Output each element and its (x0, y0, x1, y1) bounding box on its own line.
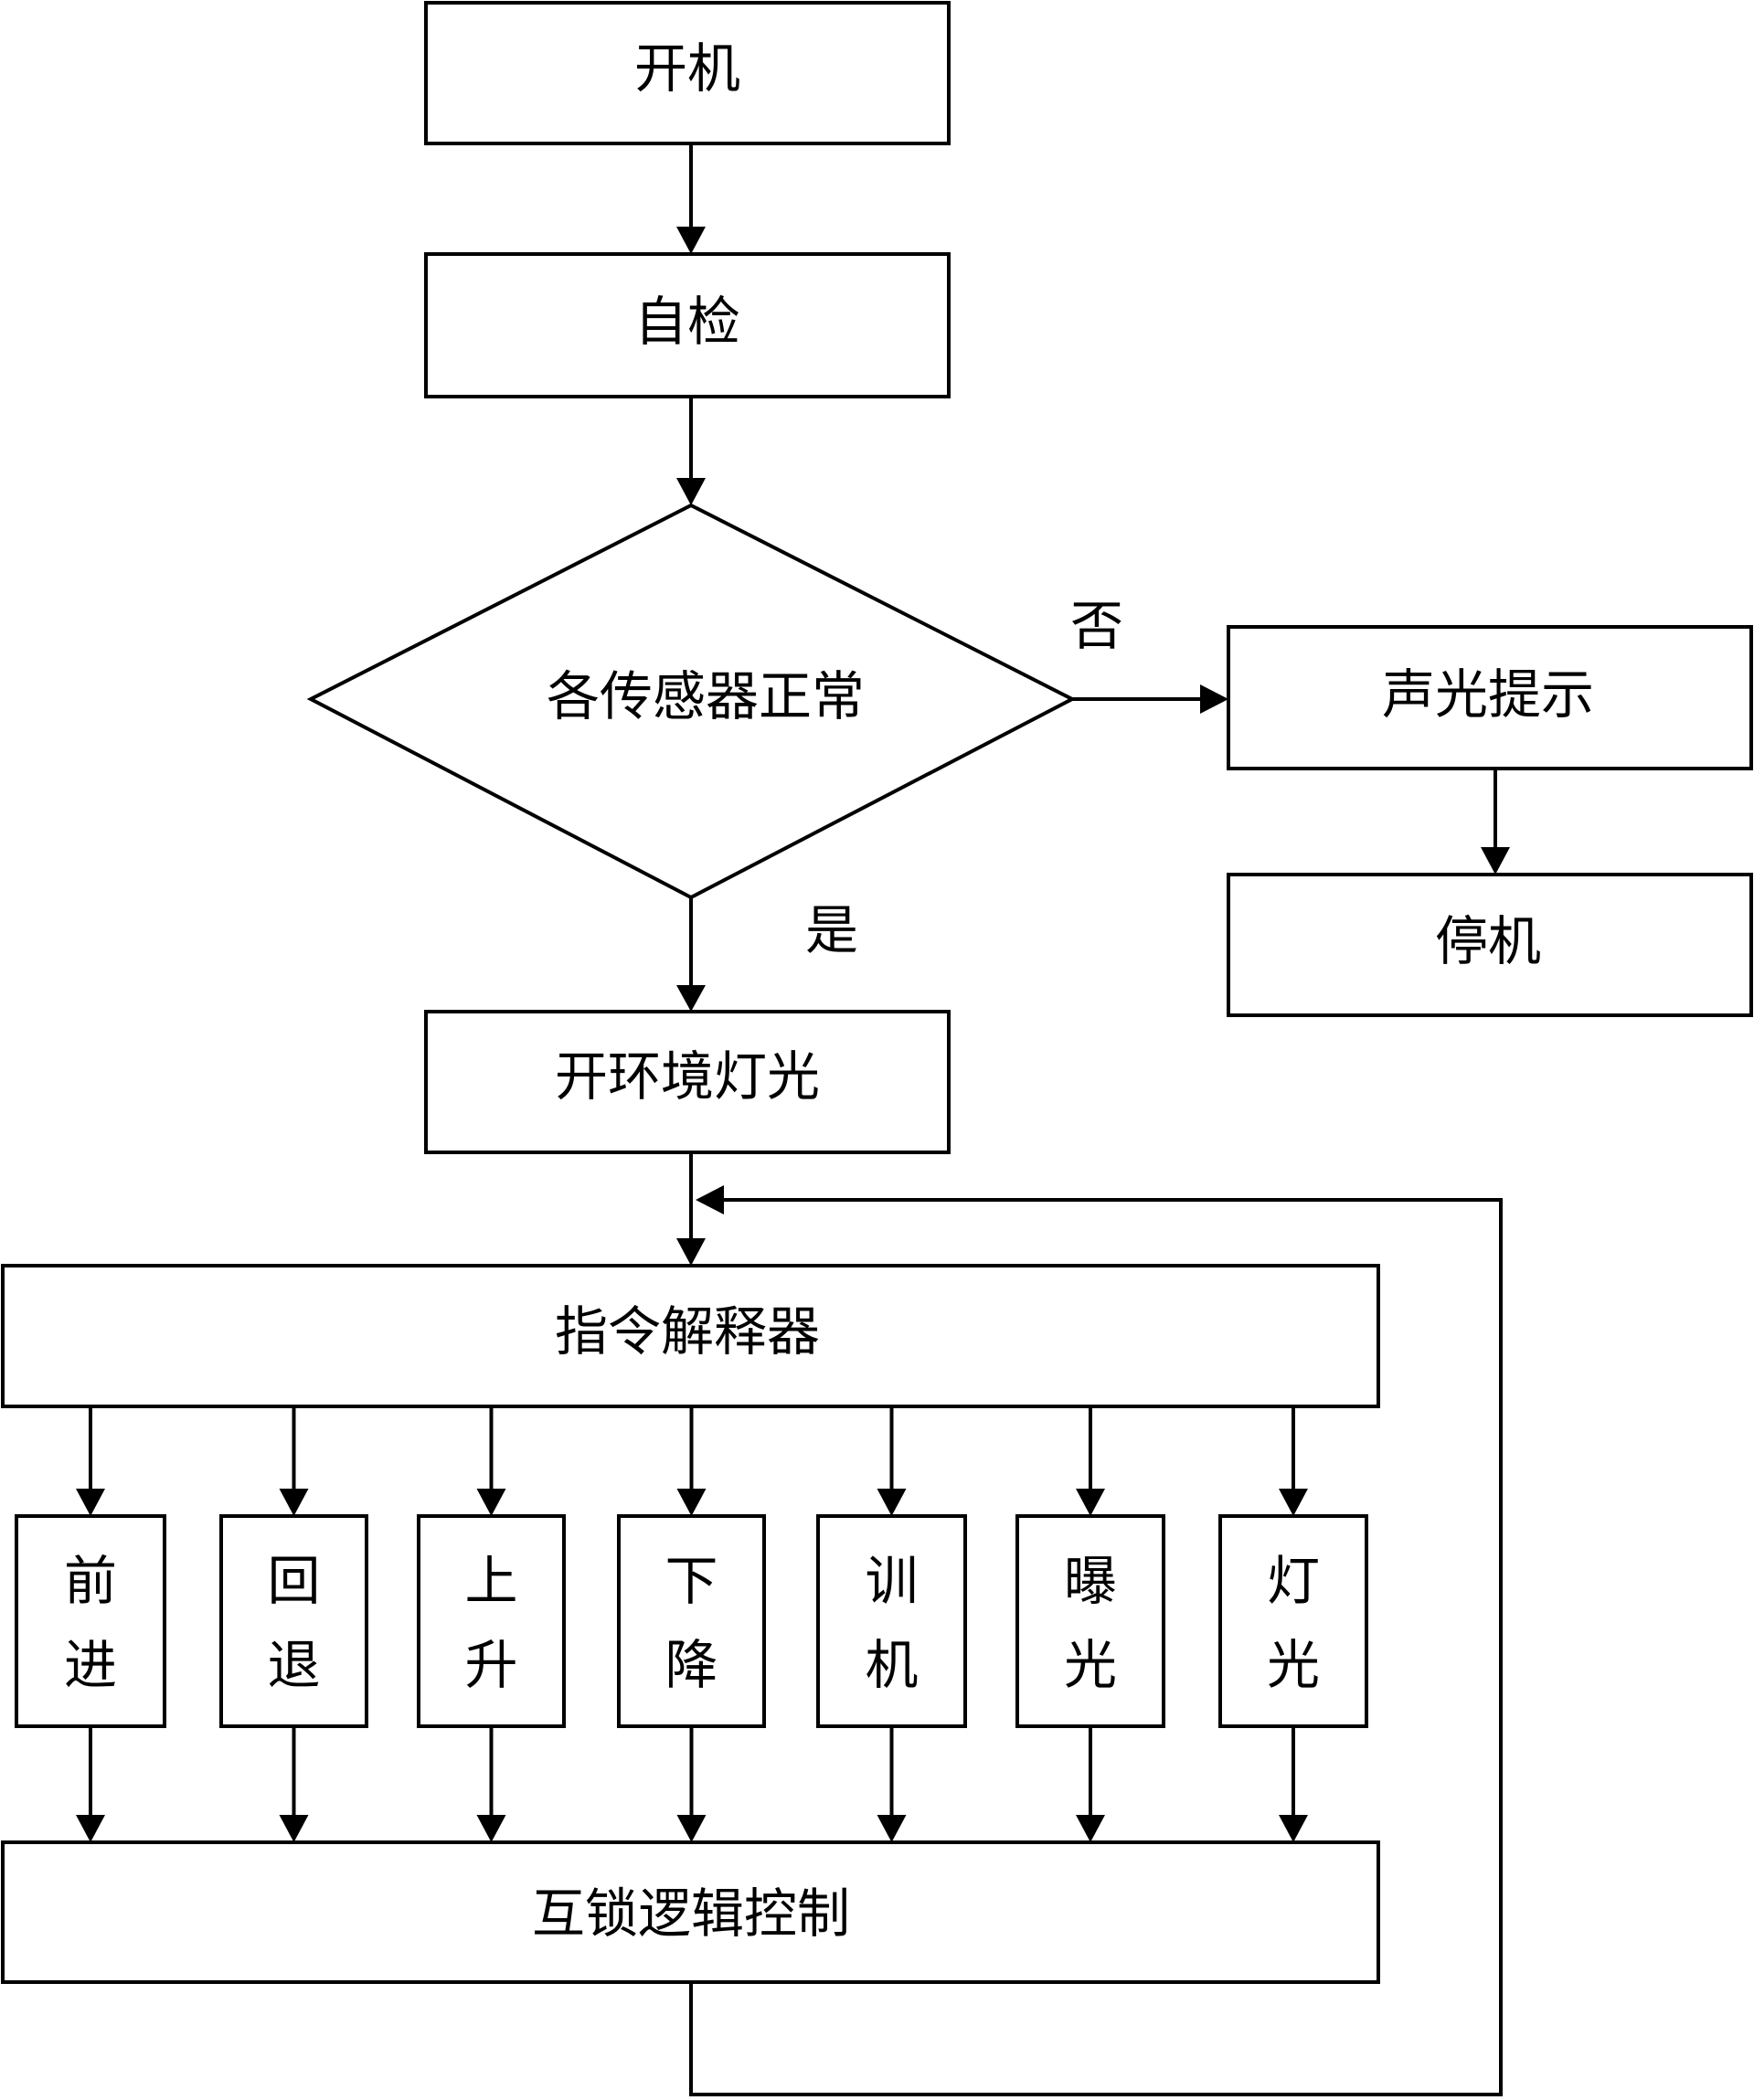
command-label-line1: 回 (267, 1550, 320, 1612)
command-label-line2: 升 (464, 1634, 517, 1696)
arrow-head (1076, 1815, 1105, 1842)
node-command: 上升 (417, 1406, 566, 1842)
command-box (417, 1514, 566, 1728)
arrow-alarm-to-stop (1481, 769, 1510, 875)
node-start: 开机 (424, 1, 951, 145)
arrow-head (476, 1489, 506, 1516)
arrow-head (76, 1489, 105, 1516)
node-ambient-light-label: 开环境灯光 (555, 1045, 820, 1108)
arrow-head (877, 1489, 907, 1516)
command-box (617, 1514, 766, 1728)
command-label-line2: 机 (865, 1634, 918, 1696)
node-stop-label: 停机 (1435, 910, 1541, 972)
node-ambient-light: 开环境灯光 (424, 1010, 951, 1154)
node-interlock-label: 互锁逻辑控制 (532, 1883, 850, 1945)
arrow-head (76, 1815, 105, 1842)
node-command: 下降 (617, 1406, 766, 1842)
command-label-line1: 前 (64, 1550, 117, 1612)
node-interpreter: 指令解释器 (1, 1264, 1380, 1408)
node-interpreter-label: 指令解释器 (555, 1300, 820, 1363)
command-box (15, 1514, 166, 1728)
node-command: 灯光 (1218, 1406, 1368, 1842)
node-stop: 停机 (1227, 873, 1753, 1017)
command-label-line1: 灯 (1267, 1550, 1320, 1612)
command-box (1218, 1514, 1368, 1728)
node-alarm: 声光提示 (1227, 625, 1753, 770)
node-decision: 各传感器正常 (306, 503, 1077, 900)
arrow-selfcheck-to-decision (676, 397, 706, 505)
node-interlock: 互锁逻辑控制 (1, 1840, 1380, 1984)
arrow-ambient-to-interpreter (676, 1152, 706, 1266)
arrow-head (476, 1815, 506, 1842)
branch-no-label: 否 (1070, 595, 1123, 657)
node-self-check: 自检 (424, 252, 951, 398)
command-label-line1: 下 (664, 1550, 718, 1612)
node-start-label: 开机 (634, 37, 740, 100)
node-decision-label: 各传感器正常 (547, 665, 865, 727)
arrow-decision-yes (676, 897, 706, 1012)
arrow-head (676, 1489, 707, 1516)
command-label-line1: 训 (865, 1550, 918, 1612)
node-alarm-label: 声光提示 (1382, 663, 1594, 726)
node-command: 前进 (15, 1406, 166, 1842)
arrow-decision-no (1072, 684, 1228, 714)
arrow-head (279, 1815, 309, 1842)
node-command: 回退 (219, 1406, 368, 1842)
command-label-line2: 光 (1267, 1634, 1320, 1696)
command-label-line2: 退 (267, 1634, 320, 1696)
command-label-line1: 上 (464, 1550, 517, 1612)
command-box (816, 1514, 967, 1728)
node-command: 训机 (816, 1406, 967, 1842)
command-label-line2: 进 (64, 1634, 117, 1696)
arrow-loop-back (689, 1185, 1503, 2096)
command-box (1015, 1514, 1165, 1728)
arrow-head (1279, 1815, 1308, 1842)
arrow-head (1279, 1489, 1308, 1516)
command-label-line2: 光 (1064, 1634, 1117, 1696)
node-command: 曝光 (1015, 1406, 1165, 1842)
command-box (219, 1514, 368, 1728)
arrow-start-to-selfcheck (676, 143, 706, 254)
command-label-line2: 降 (664, 1634, 718, 1696)
arrow-head (877, 1815, 907, 1842)
arrow-head (279, 1489, 309, 1516)
command-label-line1: 曝 (1064, 1550, 1117, 1612)
branch-yes-label: 是 (805, 899, 858, 961)
arrow-head (1076, 1489, 1105, 1516)
node-self-check-label: 自检 (634, 291, 740, 353)
arrow-head (676, 1815, 707, 1842)
